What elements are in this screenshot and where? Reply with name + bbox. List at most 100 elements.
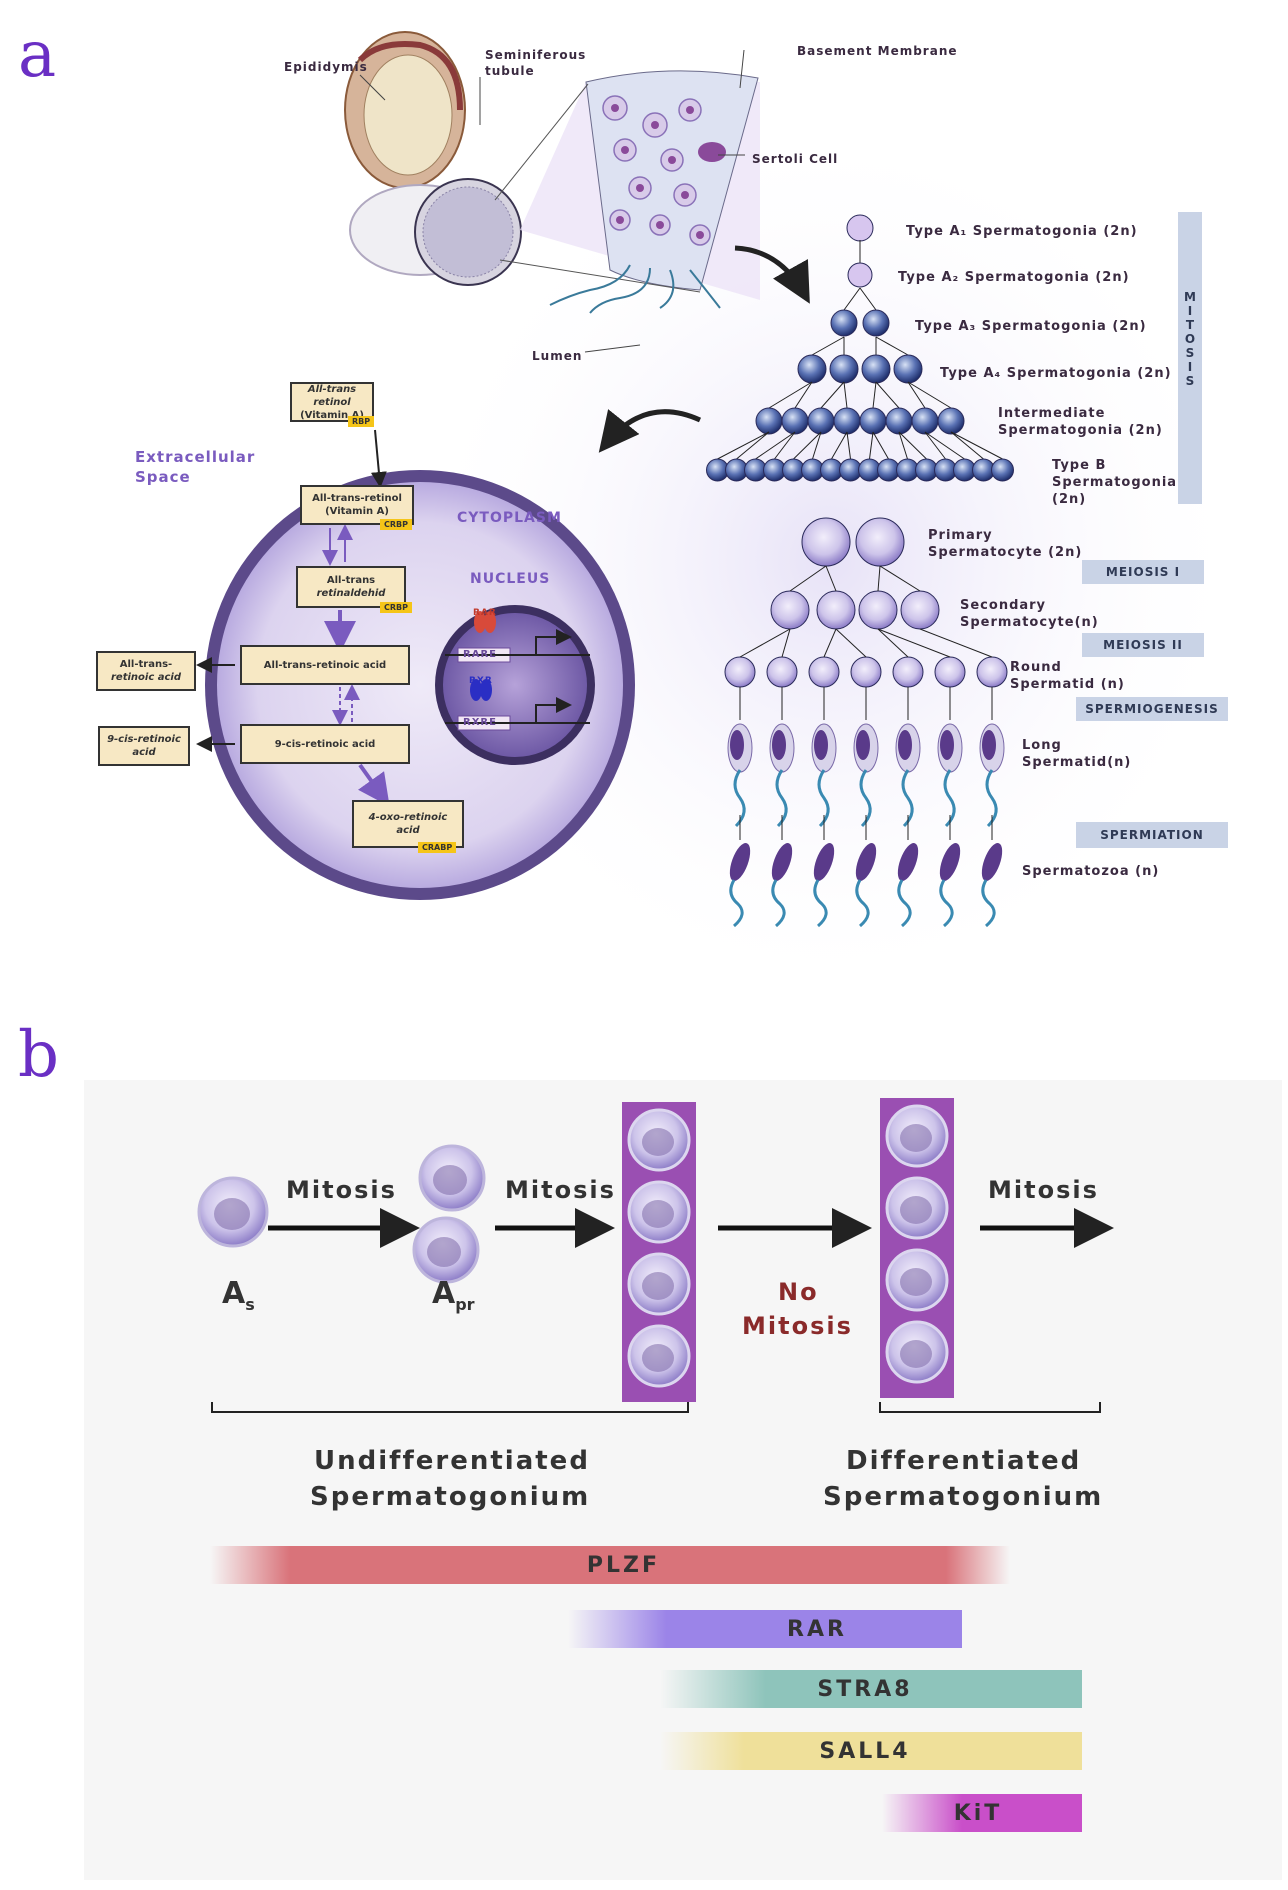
cell-apr-1 — [418, 1144, 486, 1212]
bar-label-stra8: STRA8 — [817, 1676, 913, 1702]
long-spermatid-tail — [733, 769, 746, 828]
chain-cell-nucleus — [900, 1196, 932, 1224]
long-spermatid-tail — [943, 769, 956, 828]
tag-crabp: CRABP — [418, 842, 457, 853]
bar-kit — [882, 1794, 1082, 1832]
no-mitosis-label: Mitosis — [742, 1312, 853, 1340]
lineage-connector — [812, 431, 822, 460]
box-atra: All-trans-retinoic acid — [240, 645, 410, 685]
panel-b-letter: b — [18, 1018, 59, 1092]
bar-rar — [568, 1610, 962, 1648]
lineage-connector — [774, 431, 796, 460]
stage-typeb-1: Type B — [1052, 458, 1107, 473]
lineage-connector — [872, 381, 877, 409]
spermatogonium-cell — [862, 309, 890, 337]
label-epididymis: Epididymis — [284, 60, 368, 74]
long-spermatid-head — [856, 730, 870, 760]
cell-apr-2 — [412, 1216, 480, 1284]
long-spermatid-head — [814, 730, 828, 760]
long-spermatid-tail — [775, 769, 788, 828]
lineage-connector — [793, 431, 822, 460]
lineage-connector — [835, 628, 867, 658]
stage-long-1: Long — [1022, 738, 1062, 753]
stage-intermediate-2: Spermatogonia (2n) — [998, 423, 1163, 438]
long-spermatid-head — [730, 730, 744, 760]
box-atra-out: All-trans-retinoic acid — [96, 651, 196, 691]
spermatozoon-head — [981, 843, 1003, 881]
phase-meiosis-2: MEIOSIS II — [1082, 633, 1204, 657]
spermatogonium-cell — [937, 407, 965, 435]
undifferentiated-label-2: Spermatogonium — [310, 1482, 591, 1512]
mitosis-label-1: Mitosis — [286, 1176, 397, 1204]
box-retinol-inner: All-trans-retinol(Vitamin A) — [300, 485, 414, 525]
lineage-connector — [898, 431, 927, 460]
chain-cell-nucleus — [900, 1340, 932, 1368]
box-9cis: 9-cis-retinoic acid — [240, 724, 410, 764]
phase-mitosis: MITOSIS — [1183, 290, 1197, 388]
stage-round-2: Spermatid (n) — [1010, 677, 1125, 692]
label-cytoplasm: CYTOPLASM — [457, 510, 562, 526]
lineage-connector — [877, 565, 881, 592]
lineage-connector — [825, 565, 837, 592]
spermatogenesis-lineage — [706, 214, 1014, 928]
phase-spermiogenesis: SPERMIOGENESIS — [1076, 697, 1228, 721]
label-rare: RARE — [463, 649, 497, 660]
lineage-connector — [924, 431, 965, 460]
lineage-connector — [717, 431, 770, 460]
spermatozoon-tail — [729, 879, 744, 928]
long-spermatid-head — [772, 730, 786, 760]
spermatogonium-cell — [830, 309, 858, 337]
lineage-connector — [869, 431, 874, 460]
lineage-connector — [859, 287, 877, 311]
stage-secondary-1: Secondary — [960, 598, 1047, 613]
differentiated-label-2: Spermatogonium — [823, 1482, 1104, 1512]
lineage-connector — [781, 628, 791, 658]
lineage-connector — [950, 431, 1003, 460]
long-spermatid-tail — [901, 769, 914, 828]
lineage-connector — [877, 628, 951, 658]
spermatozoon-head — [855, 843, 877, 881]
label-nucleus: NUCLEUS — [470, 571, 551, 587]
label-rxr: RXR — [469, 676, 493, 686]
spermatozoon-head — [939, 843, 961, 881]
spermatozoon-head — [771, 843, 793, 881]
spermatozoon-tail — [939, 879, 954, 928]
testis-illustration — [344, 31, 522, 286]
lineage-connector — [875, 381, 900, 409]
tag-crbp-1: CRBP — [380, 519, 412, 530]
spermatogonium-cell — [797, 354, 827, 384]
bar-label-sall4: SALL4 — [819, 1738, 911, 1764]
phase-spermiation: SPERMIATION — [1076, 822, 1228, 848]
bar-plzf — [210, 1546, 1010, 1584]
lineage-connector — [789, 565, 827, 592]
stage-intermediate-1: Intermediate — [998, 406, 1106, 421]
stage-typeb-3: (2n) — [1052, 492, 1087, 507]
differentiated-label-1: Differentiated — [846, 1446, 1082, 1476]
lineage-connector — [919, 628, 993, 658]
lineage-connector — [846, 431, 851, 460]
long-spermatid-tail — [985, 769, 998, 828]
stage-secondary-2: Spermatocyte(n) — [960, 615, 1099, 630]
chain-cell-nucleus — [642, 1128, 674, 1156]
lineage-connector — [950, 431, 984, 460]
stage-spermatozoa: Spermatozoa (n) — [1022, 864, 1160, 879]
label-extracellular: Extracellular — [135, 448, 256, 466]
label-rar: RAR — [473, 608, 497, 618]
apr-label: Apr — [432, 1276, 475, 1314]
bar-label-plzf: PLZF — [586, 1552, 660, 1578]
panel-a-letter: a — [18, 18, 57, 92]
box-retinol-outer: All-trans retinol(Vitamin A) — [290, 382, 374, 422]
lineage-connector — [739, 628, 791, 658]
label-lumen: Lumen — [532, 349, 583, 363]
tag-crbp-2: CRBP — [380, 602, 412, 613]
bar-label-kit: KiT — [953, 1800, 1003, 1826]
stage-a1: Type A₁ Spermatogonia (2n) — [906, 224, 1138, 239]
bar-label-rar: RAR — [787, 1616, 847, 1642]
lineage-connector — [843, 381, 848, 409]
stage-a3: Type A₃ Spermatogonia (2n) — [915, 319, 1147, 334]
stage-primary-2: Spermatocyte (2n) — [928, 545, 1083, 560]
spermatozoon-tail — [981, 879, 996, 928]
mitosis-label-3: Mitosis — [988, 1176, 1099, 1204]
undifferentiated-label-1: Undifferentiated — [314, 1446, 590, 1476]
